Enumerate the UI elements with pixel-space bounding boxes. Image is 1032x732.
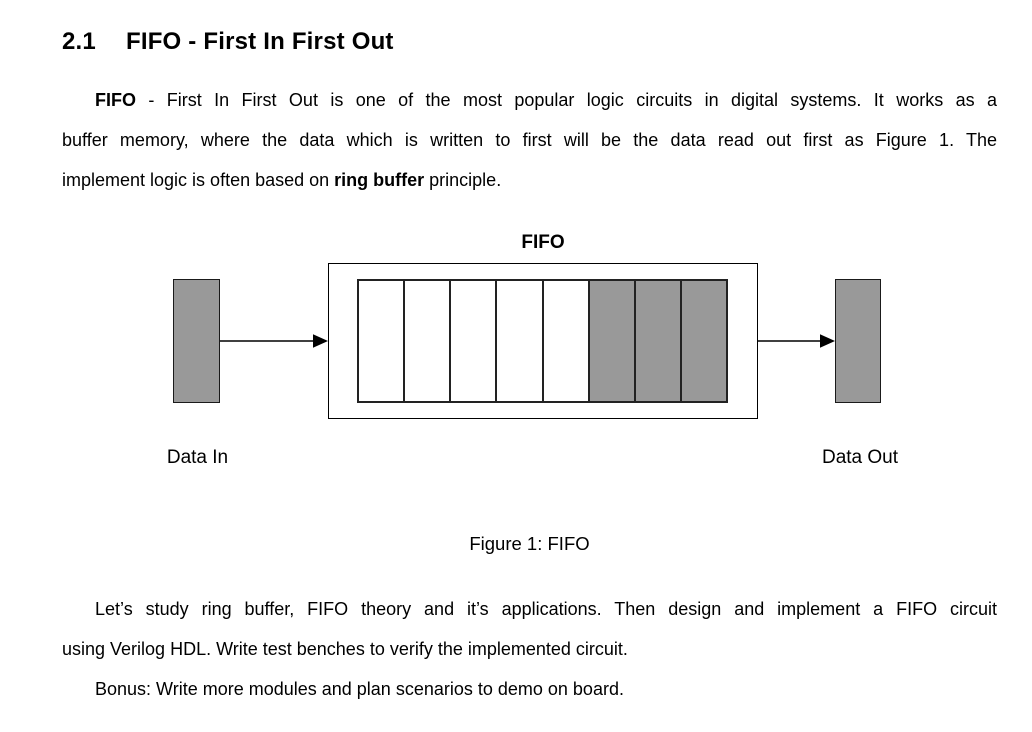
fifo-cell-empty: [541, 281, 588, 401]
paragraph-fifo-intro: FIFO - First In First Out is one of the …: [62, 80, 997, 200]
data-out-block: [835, 279, 881, 403]
data-in-label: Data In: [166, 447, 229, 468]
fifo-cell-empty: [495, 281, 542, 401]
arrow-out-icon: [758, 334, 835, 348]
fifo-cell-empty: [449, 281, 496, 401]
fifo-diagram-title: FIFO: [521, 232, 565, 253]
section-title: FIFO - First In First Out: [125, 28, 394, 55]
section-number: 2.1: [62, 28, 96, 55]
fifo-cells: [357, 279, 728, 403]
paragraph-line-bonus: Bonus: Write more modules and plan scena…: [95, 679, 624, 699]
data-in-block: [173, 279, 220, 403]
figure-caption: Figure 1: FIFO: [469, 533, 590, 554]
paragraph-line: using Verilog HDL. Write test benches to…: [62, 639, 628, 659]
paragraph-text: - First In First Out is one of the most …: [136, 90, 997, 110]
section-heading: 2.1 FIFO - First In First Out: [62, 28, 394, 56]
fifo-cell-filled: [587, 281, 634, 401]
fifo-cell-empty: [403, 281, 450, 401]
fifo-cell-empty: [359, 281, 404, 401]
paragraph-text: principle.: [424, 170, 502, 190]
paragraph-study: Let’s study ring buffer, FIFO theory and…: [62, 589, 997, 709]
paragraph-line: implement logic is often based on ring b…: [62, 160, 997, 200]
paragraph-line: buffer memory, where the data which is w…: [62, 130, 997, 150]
bold-term-ring-buffer: ring buffer: [334, 170, 425, 190]
fifo-cell-filled: [633, 281, 680, 401]
arrow-in-icon: [220, 334, 328, 348]
bold-term-fifo: FIFO: [95, 90, 136, 110]
fifo-cell-filled: [679, 281, 726, 401]
paragraph-text: implement logic is often based on: [62, 170, 335, 190]
data-out-label: Data Out: [821, 447, 899, 468]
paragraph-line: Let’s study ring buffer, FIFO theory and…: [95, 599, 997, 619]
paragraph-line: FIFO - First In First Out is one of the …: [62, 80, 997, 120]
